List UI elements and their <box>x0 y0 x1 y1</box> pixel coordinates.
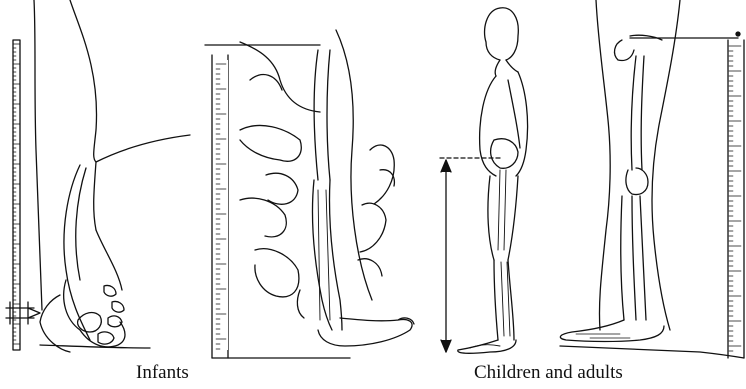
height-arrow <box>440 158 500 352</box>
caption-infants: Infants <box>136 362 189 384</box>
adult-leg-panel <box>560 0 744 358</box>
infant-board-panel <box>205 30 414 358</box>
caption-children-adults: Children and adults <box>474 362 623 384</box>
infant-side-panel <box>6 0 190 352</box>
standing-figure-panel <box>440 8 528 354</box>
